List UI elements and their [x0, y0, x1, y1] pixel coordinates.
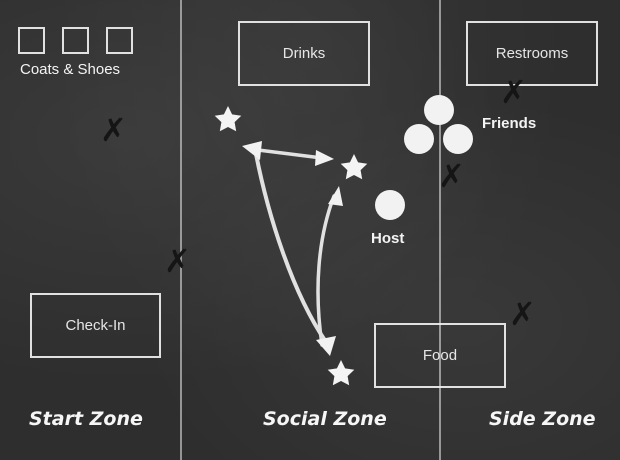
zone-label-start: Start Zone: [29, 408, 143, 430]
coat-slot-square-icon: [18, 27, 45, 54]
food-label: Food: [422, 347, 458, 364]
arrowhead: [328, 186, 343, 206]
arrow-path: [256, 148, 324, 160]
x-mark-icon: ✗: [164, 242, 191, 280]
checkin-label: Check-In: [65, 317, 126, 334]
divider-social-side: [439, 0, 441, 460]
coat-slot-square-icon: [62, 27, 89, 54]
guest-star-icon: [327, 360, 355, 386]
zone-label-social: Social Zone: [263, 408, 387, 430]
guest-star-icon: [214, 106, 242, 132]
arrow-path: [254, 152, 328, 344]
checkin-station: Check-In: [30, 293, 161, 358]
drinks-station: Drinks: [238, 21, 370, 86]
friends-label: Friends: [482, 115, 537, 132]
divider-start-social: [180, 0, 182, 460]
restrooms-label: Restrooms: [495, 45, 569, 62]
friend-circle-icon: [443, 124, 473, 154]
arrow-path: [316, 194, 336, 347]
guest-star-icon: [340, 154, 368, 180]
coats-shoes-label: Coats & Shoes: [20, 61, 121, 78]
friend-circle-icon: [424, 95, 454, 125]
restrooms-station: Restrooms: [466, 21, 598, 86]
food-station: Food: [374, 323, 506, 388]
x-mark-icon: ✗: [509, 295, 536, 333]
arrowhead: [315, 150, 334, 166]
x-mark-icon: ✗: [500, 73, 527, 111]
host-label: Host: [371, 230, 405, 247]
zone-label-side: Side Zone: [489, 408, 596, 430]
x-mark-icon: ✗: [438, 157, 465, 195]
x-mark-icon: ✗: [100, 111, 127, 149]
arrowhead: [242, 141, 262, 160]
friend-circle-icon: [404, 124, 434, 154]
host-circle-icon: [375, 190, 405, 220]
arrowhead: [316, 336, 336, 356]
drinks-label: Drinks: [282, 45, 326, 62]
coat-slot-square-icon: [106, 27, 133, 54]
